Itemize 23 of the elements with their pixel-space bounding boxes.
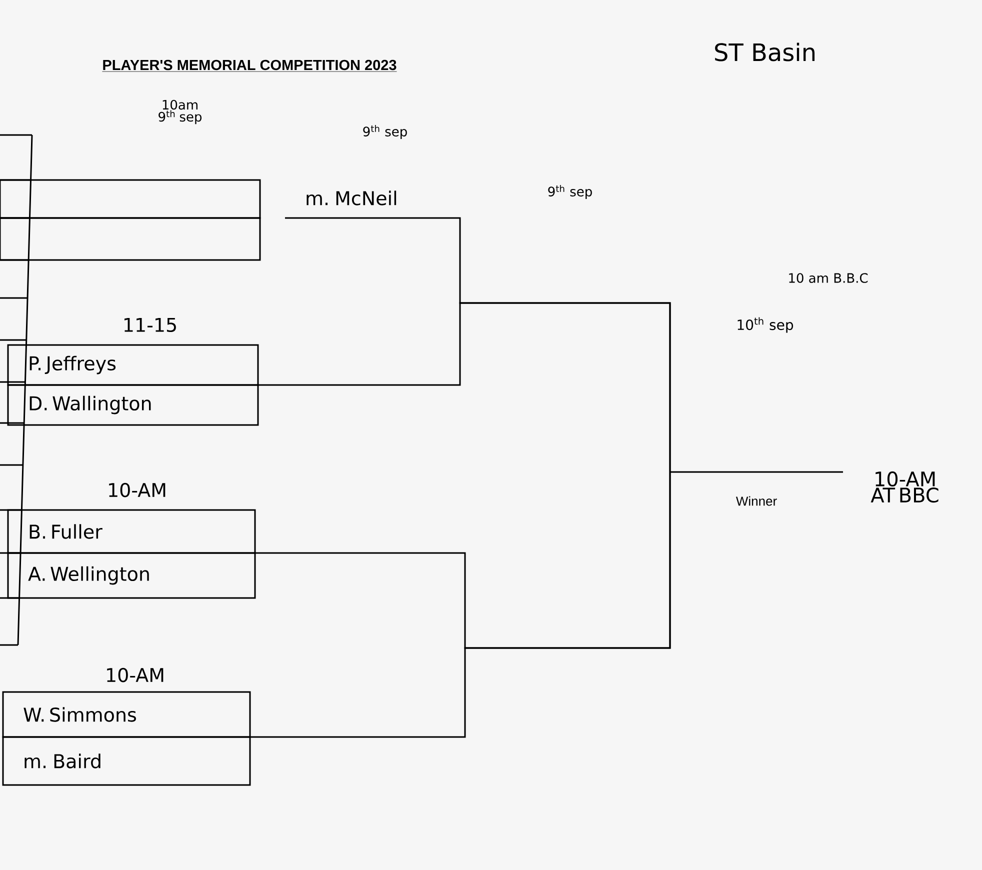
match-time: 10-AM	[107, 668, 164, 682]
handwritten-note: ST Basin	[715, 42, 814, 62]
player-box: W. Simmons	[2, 691, 251, 738]
winner-slot: Winner	[736, 496, 777, 506]
handwritten-note: 9$^{th}$ sep	[363, 125, 407, 139]
match-time: 11-15	[124, 318, 176, 332]
player-box: P. Jeffreys	[7, 344, 259, 386]
player-box: B. Fuller	[7, 509, 256, 554]
slot-box	[0, 217, 261, 261]
player-box: D. Wallington	[7, 384, 259, 426]
handwritten-note: 10-AM AT BBC	[870, 471, 938, 503]
player-box: A. Wellington	[7, 552, 256, 599]
bracket-line	[258, 302, 671, 472]
handwritten-note: 10$^{th}$ sep	[738, 317, 794, 333]
handwritten-note: 10 am B.B.C	[789, 273, 868, 283]
player-name: m. McNeil	[306, 190, 396, 206]
slot-box	[0, 179, 261, 219]
player-box: m. Baird	[2, 736, 251, 786]
title: PLAYER'S MEMORIAL COMPETITION 2023	[102, 60, 397, 72]
handwritten-note: 9$^{th}$ sep	[548, 185, 592, 199]
bracket-line	[250, 472, 671, 738]
match-time: 10-AM	[109, 482, 166, 498]
handwritten-note: 10am 9$^{th}$ sep	[158, 100, 202, 124]
